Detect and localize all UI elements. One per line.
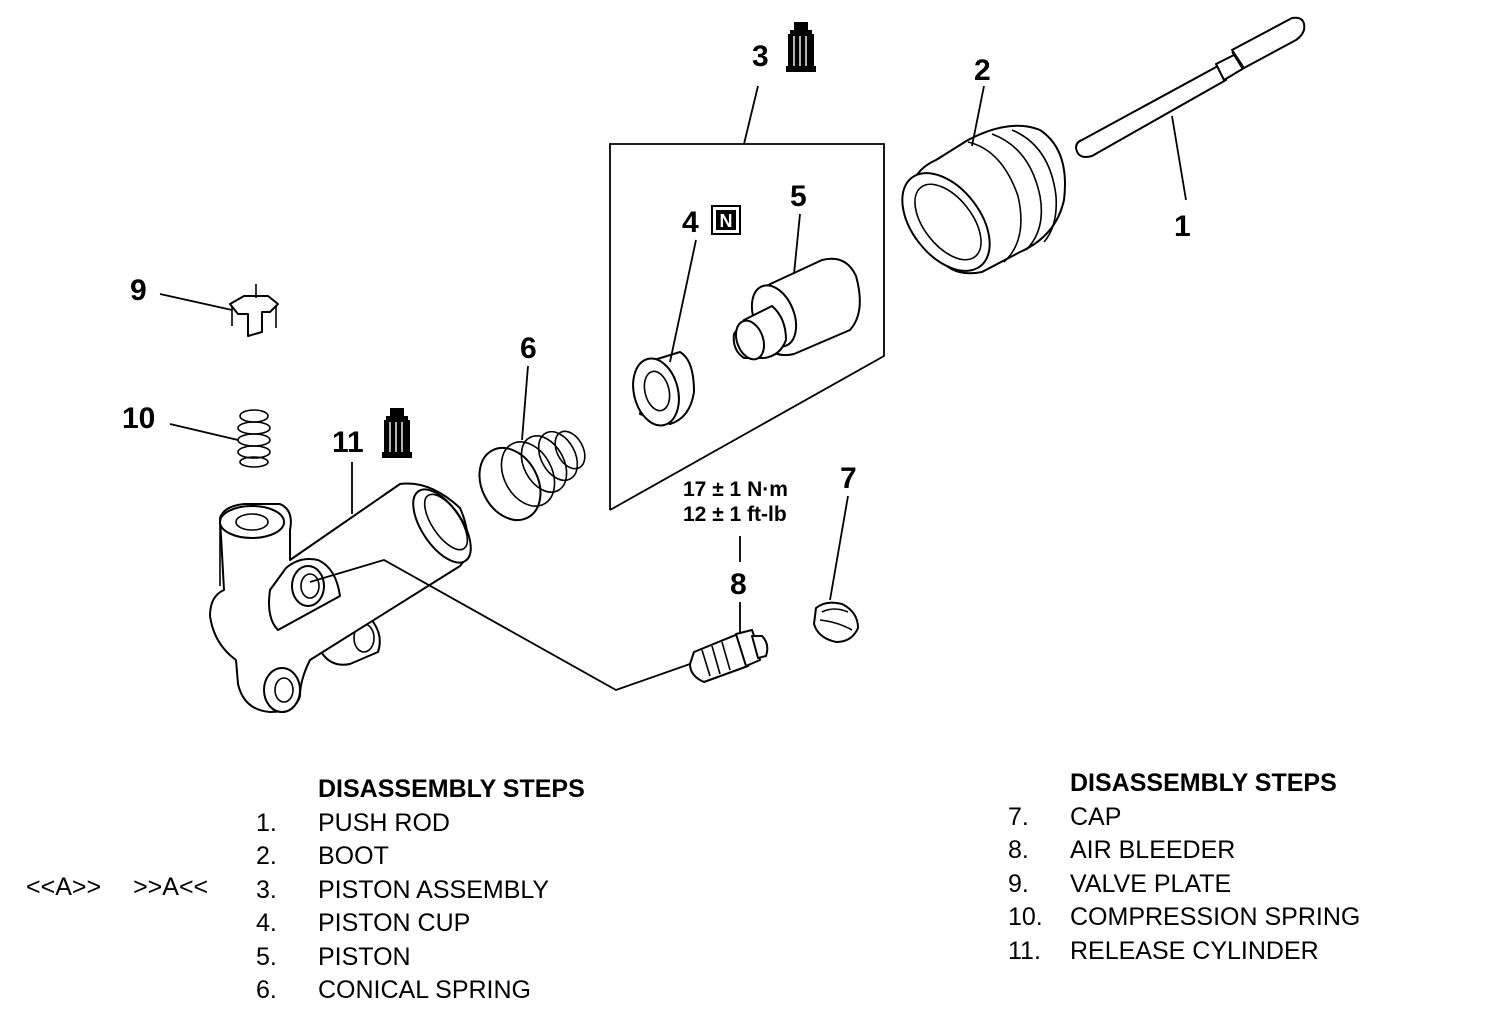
leader-1 bbox=[1171, 115, 1187, 201]
step-number: 5. bbox=[256, 942, 277, 971]
legend-left: DISASSEMBLY STEPS 1. PUSH ROD 2. BOOT 3. PI… bbox=[256, 773, 585, 1008]
callout-5: 5 bbox=[790, 180, 807, 213]
legend-row: 5. PISTON bbox=[256, 941, 585, 975]
step-label: AIR BLEEDER bbox=[1070, 836, 1236, 864]
leader-10 bbox=[169, 423, 239, 441]
legend-row: 8. AIR BLEEDER bbox=[1008, 834, 1360, 868]
step-number: 10. bbox=[1008, 903, 1043, 931]
step-number: 6. bbox=[256, 976, 277, 1004]
callout-8: 8 bbox=[730, 568, 747, 601]
step-label: PISTON CUP bbox=[318, 909, 471, 937]
callout-7: 7 bbox=[840, 462, 857, 495]
legend-left-heading: DISASSEMBLY STEPS bbox=[318, 775, 585, 803]
new-part-icon: N bbox=[711, 205, 741, 235]
step-label: BOOT bbox=[318, 842, 389, 870]
cap-part bbox=[813, 601, 859, 643]
step-number: 2. bbox=[256, 842, 277, 870]
leader-3 bbox=[743, 85, 759, 145]
legend-row: 1. PUSH ROD bbox=[256, 807, 585, 841]
legend-row: 10. COMPRESSION SPRING bbox=[1008, 901, 1360, 935]
air-bleeder-part bbox=[689, 629, 769, 683]
leader-9 bbox=[159, 293, 233, 311]
boot-part bbox=[901, 124, 1066, 275]
step-label: COMPRESSION SPRING bbox=[1070, 903, 1361, 931]
leader-4 bbox=[669, 239, 697, 363]
leader-7 bbox=[829, 495, 849, 601]
reference-marks: <<A>> >>A<< bbox=[26, 873, 208, 902]
step-number: 3. bbox=[256, 875, 277, 904]
compression-spring-part bbox=[237, 409, 271, 468]
legend-right: DISASSEMBLY STEPS 7. CAP 8. AIR BLEEDER 9.… bbox=[1008, 767, 1360, 968]
step-number: 7. bbox=[1008, 802, 1029, 831]
callout-6: 6 bbox=[520, 332, 537, 365]
step-label: PISTON bbox=[318, 942, 411, 971]
step-label: CAP bbox=[1070, 802, 1122, 831]
step-label: VALVE PLATE bbox=[1070, 869, 1232, 898]
leader-6 bbox=[521, 365, 529, 441]
torque-metric: 17 ± 1 N·m bbox=[683, 478, 788, 501]
callout-4: 4 bbox=[682, 206, 699, 239]
legend-row: 4. PISTON CUP bbox=[256, 907, 585, 941]
step-label: PUSH ROD bbox=[318, 808, 450, 837]
legend-row: 2. BOOT bbox=[256, 840, 585, 874]
legend-row: 6. CONICAL SPRING bbox=[256, 974, 585, 1008]
callout-1: 1 bbox=[1174, 210, 1191, 243]
torque-imperial: 12 ± 1 ft-lb bbox=[683, 503, 787, 526]
piston-assembly-frame bbox=[609, 143, 885, 511]
step-number: 4. bbox=[256, 909, 277, 937]
push-rod-part bbox=[1075, 16, 1306, 158]
conical-spring-part bbox=[478, 430, 586, 522]
step-number: 11. bbox=[1008, 936, 1041, 965]
step-number: 8. bbox=[1008, 836, 1029, 864]
legend-row: 7. CAP bbox=[1008, 801, 1360, 835]
grease-tube-icon bbox=[382, 408, 412, 458]
callout-9: 9 bbox=[130, 274, 147, 307]
callout-3: 3 bbox=[752, 40, 769, 73]
leader-5 bbox=[793, 213, 801, 275]
callout-11: 11 bbox=[332, 426, 364, 459]
step-number: 1. bbox=[256, 808, 277, 837]
installation-mark: >>A<< bbox=[133, 873, 209, 901]
legend-row: 11. RELEASE CYLINDER bbox=[1008, 935, 1360, 969]
removal-mark: <<A>> bbox=[26, 873, 102, 901]
leader-2 bbox=[971, 85, 985, 147]
piston-cup-part bbox=[632, 351, 695, 427]
legend-row: 9. VALVE PLATE bbox=[1008, 868, 1360, 902]
callout-10: 10 bbox=[122, 402, 155, 435]
step-number: 9. bbox=[1008, 869, 1029, 898]
leader-8-bleeder-line bbox=[309, 559, 691, 691]
grease-tube-icon bbox=[786, 22, 816, 72]
step-label: RELEASE CYLINDER bbox=[1070, 936, 1319, 965]
release-cylinder-part bbox=[209, 482, 472, 713]
step-label: PISTON ASSEMBLY bbox=[318, 875, 550, 904]
svg-text:N: N bbox=[720, 211, 733, 231]
legend-row: 3. PISTON ASSEMBLY bbox=[256, 874, 585, 908]
legend-right-heading: DISASSEMBLY STEPS bbox=[1070, 769, 1337, 797]
valve-plate-part bbox=[229, 284, 279, 337]
step-label: CONICAL SPRING bbox=[318, 976, 532, 1004]
piston-part bbox=[732, 257, 861, 361]
callout-2: 2 bbox=[974, 54, 991, 87]
